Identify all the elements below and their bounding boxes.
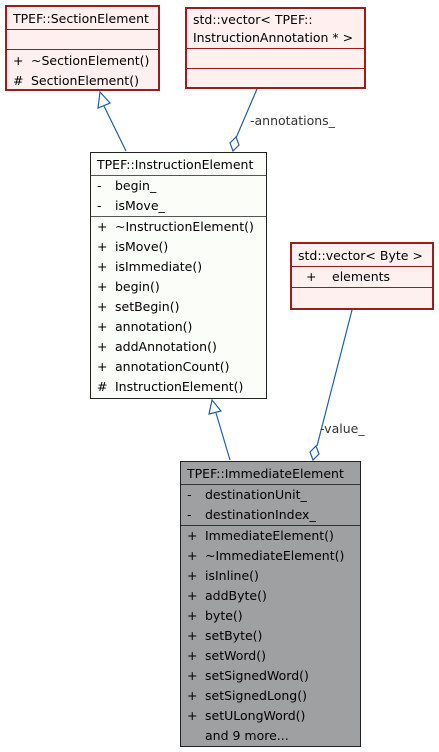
method-row: +byte()	[187, 608, 243, 623]
edge-label-annotations: -annotations_	[250, 113, 335, 128]
edge-label-value: -value_	[320, 421, 365, 436]
class-annotation-vector[interactable]: std::vector< TPEF:: InstructionAnnotatio…	[185, 7, 366, 89]
class-title: std::vector< TPEF:: InstructionAnnotatio…	[193, 12, 354, 45]
methods-section: +ImmediateElement() +~ImmediateElement()…	[181, 525, 360, 746]
attribute-row: -destinationIndex_	[187, 507, 316, 522]
method-row: +isMove()	[97, 239, 169, 254]
class-title: TPEF::InstructionElement	[97, 157, 254, 172]
method-row: #InstructionElement()	[97, 379, 244, 394]
class-instruction-element[interactable]: TPEF::InstructionElement -begin_ -isMove…	[90, 152, 267, 399]
attributes-section	[187, 48, 364, 68]
method-row: +annotationCount()	[97, 359, 230, 374]
attributes-section: -begin_ -isMove_	[91, 175, 266, 216]
methods-section: +~SectionElement() #SectionElement()	[7, 49, 158, 91]
method-row: +isImmediate()	[97, 259, 203, 274]
method-row: +addByte()	[187, 588, 267, 603]
aggregation-edge-value	[309, 309, 353, 462]
inheritance-edge-instruction-to-section	[97, 90, 127, 152]
method-row: +setSignedWord()	[187, 668, 309, 683]
method-row: +setSignedLong()	[187, 688, 307, 703]
methods-section	[292, 287, 432, 307]
attributes-section	[7, 29, 158, 49]
inheritance-edge-immediate-to-instruction	[208, 398, 231, 461]
method-row: +~ImmediateElement()	[187, 548, 345, 563]
method-row: +~InstructionElement()	[97, 219, 254, 234]
attributes-section: +elements	[292, 266, 432, 287]
method-row: +setByte()	[187, 628, 263, 643]
method-row: +isInline()	[187, 568, 259, 583]
aggregation-edge-annotations	[229, 88, 258, 153]
class-title: TPEF::ImmediateElement	[187, 466, 344, 481]
method-row: #SectionElement()	[13, 73, 139, 88]
method-row: +annotation()	[97, 319, 193, 334]
more-methods-link[interactable]: and 9 more...	[205, 728, 289, 743]
method-row: +setULongWord()	[187, 708, 306, 723]
class-immediate-element[interactable]: TPEF::ImmediateElement -destinationUnit_…	[180, 461, 361, 747]
method-row: +setWord()	[187, 648, 266, 663]
method-row: +begin()	[97, 279, 160, 294]
attribute-row: -begin_	[97, 178, 157, 193]
attributes-section: -destinationUnit_ -destinationIndex_	[181, 484, 360, 525]
method-row: +~SectionElement()	[13, 53, 150, 68]
class-byte-vector[interactable]: std::vector< Byte > +elements	[290, 242, 434, 310]
method-row: +setBegin()	[97, 299, 180, 314]
class-section-element[interactable]: TPEF::SectionElement +~SectionElement() …	[5, 5, 160, 91]
attribute-row: +elements	[306, 269, 391, 284]
methods-section	[187, 68, 364, 87]
attribute-row: -isMove_	[97, 198, 165, 213]
class-title: TPEF::SectionElement	[13, 11, 149, 26]
class-title: std::vector< Byte >	[298, 248, 423, 263]
attribute-row: -destinationUnit_	[187, 487, 307, 502]
method-row: +addAnnotation()	[97, 339, 217, 354]
methods-section: +~InstructionElement() +isMove() +isImme…	[91, 216, 266, 397]
method-row: +ImmediateElement()	[187, 528, 334, 543]
